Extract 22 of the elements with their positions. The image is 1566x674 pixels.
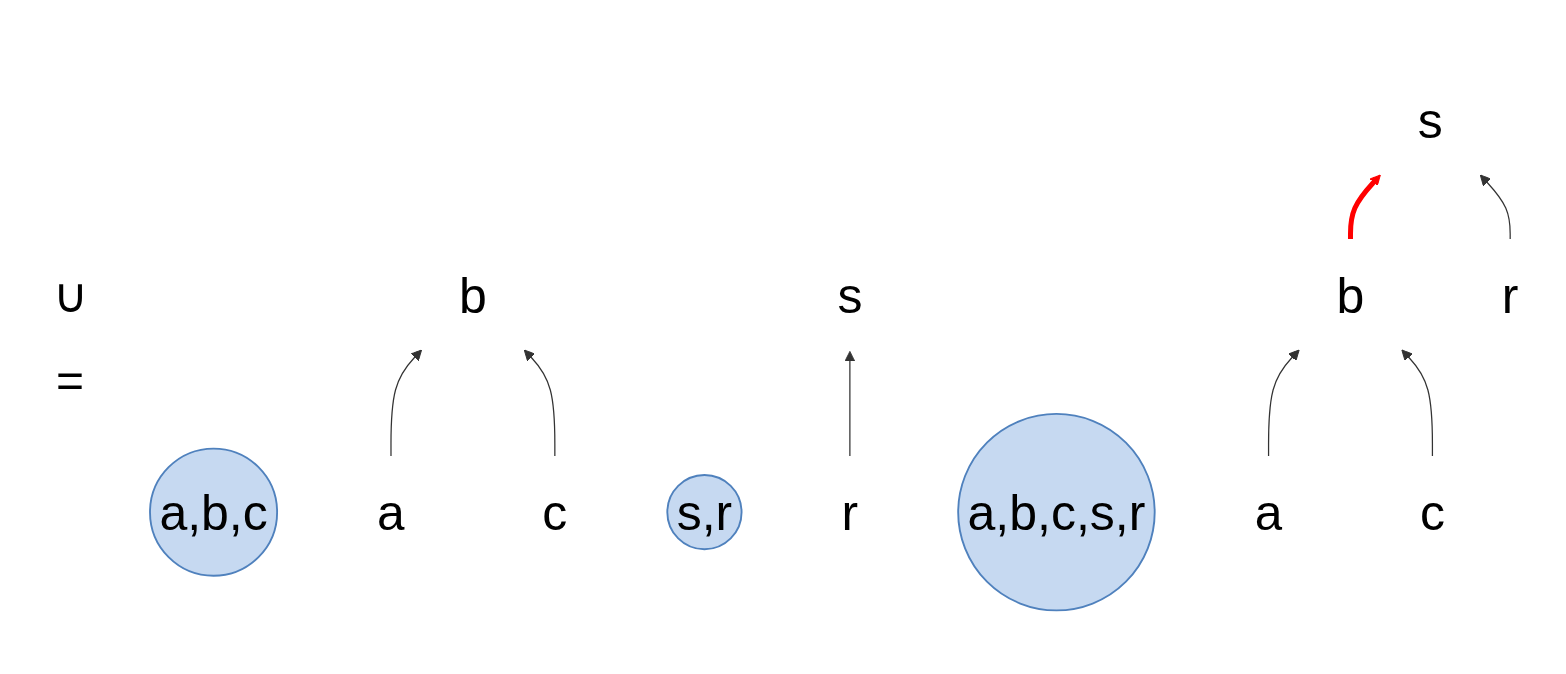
node-circle: s,r (666, 473, 743, 550)
node-text: s (837, 267, 863, 323)
node-circle: a,b,c (149, 447, 279, 577)
arrow (1267, 349, 1300, 457)
node-text: s (1417, 92, 1443, 148)
node-text: c (1419, 484, 1445, 540)
operator-symbol: = (56, 352, 84, 408)
node-text: r (1501, 267, 1519, 323)
node-text: b (459, 267, 487, 323)
arrow (1348, 174, 1381, 239)
arrow (844, 350, 856, 457)
node-text: c (542, 484, 568, 540)
arrow (523, 349, 556, 457)
node-text: b (1336, 267, 1365, 323)
operator-symbol: ∪ (52, 267, 88, 323)
node-text: a (1254, 484, 1283, 540)
node-text: r (841, 484, 859, 540)
arrow (390, 349, 422, 457)
arrow (1401, 349, 1434, 457)
arrow (1479, 174, 1511, 240)
node-text: a (377, 484, 405, 540)
node-circle: a,b,c,s,r (957, 412, 1156, 612)
